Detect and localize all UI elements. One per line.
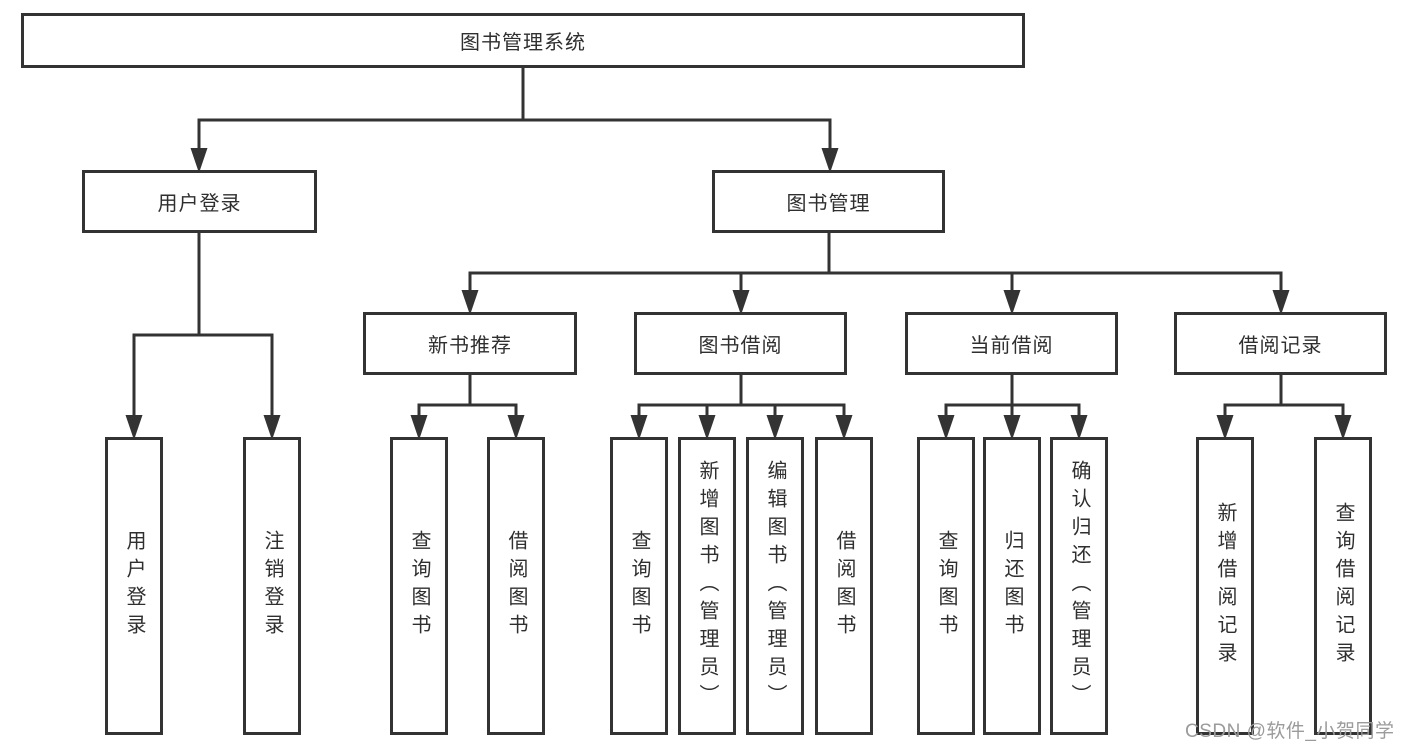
leaf-recommend-query-books: 查询图书 — [390, 437, 448, 735]
arrowheads — [125, 148, 1352, 440]
node-book-management: 图书管理 — [712, 170, 945, 233]
leaf-logout: 注销登录 — [243, 437, 301, 735]
node-book-borrow: 图书借阅 — [634, 312, 847, 375]
leaf-current-confirm-return-admin: 确认归还（管理员） — [1050, 437, 1108, 735]
node-borrow-record: 借阅记录 — [1174, 312, 1387, 375]
node-user-login: 用户登录 — [82, 170, 317, 233]
leaf-user-login: 用户登录 — [105, 437, 163, 735]
leaf-borrow-add-books-admin: 新增图书（管理员） — [678, 437, 736, 735]
node-current-borrow: 当前借阅 — [905, 312, 1118, 375]
csdn-watermark: CSDN @软件_小贺同学 — [1185, 721, 1395, 742]
node-new-book-recommend: 新书推荐 — [363, 312, 577, 375]
leaf-current-query-books: 查询图书 — [917, 437, 975, 735]
leaf-record-add-borrow-record: 新增借阅记录 — [1196, 437, 1254, 735]
leaf-borrow-query-books: 查询图书 — [610, 437, 668, 735]
leaf-borrow-borrow-books: 借阅图书 — [815, 437, 873, 735]
node-library-management-system: 图书管理系统 — [21, 13, 1025, 68]
leaf-record-query-borrow-record: 查询借阅记录 — [1314, 437, 1372, 735]
leaf-current-return-books: 归还图书 — [983, 437, 1041, 735]
leaf-recommend-borrow-books: 借阅图书 — [487, 437, 545, 735]
leaf-borrow-edit-books-admin: 编辑图书（管理员） — [746, 437, 804, 735]
